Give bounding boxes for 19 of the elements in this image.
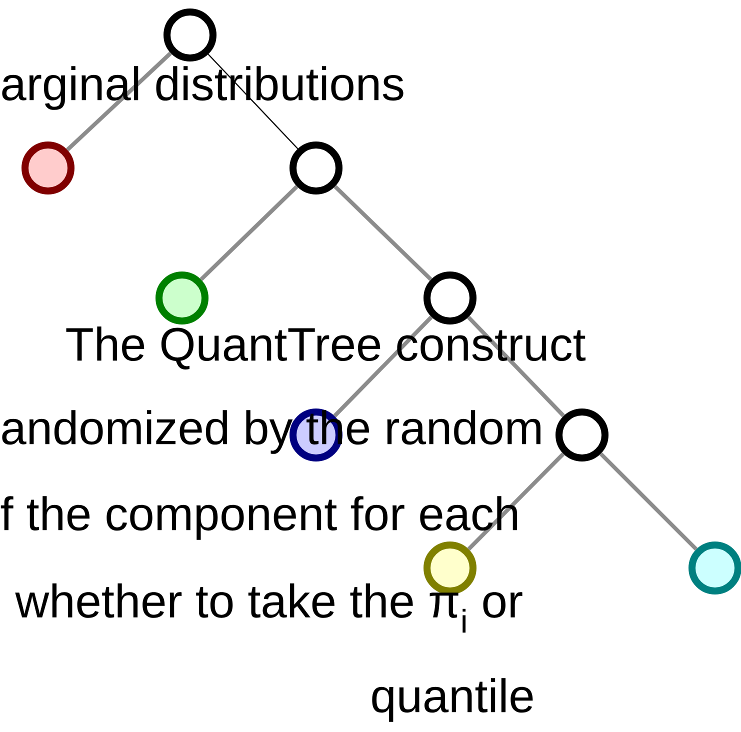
slide-text: f the component for each [0, 496, 518, 540]
tree-node [22, 142, 74, 194]
slide-text: quantile [372, 678, 533, 722]
tree-node [556, 408, 608, 462]
tree-node [424, 542, 476, 594]
slide-text: whether to take the π$_{i}$ or [15, 583, 522, 633]
tree-edge [66, 52, 172, 152]
tree-node [424, 272, 476, 324]
tree-node [164, 8, 216, 62]
tree-edge [466, 316, 566, 418]
tree-node [688, 542, 741, 594]
tree-edge [599, 452, 698, 551]
tree-edge [333, 316, 433, 418]
tree-node [290, 142, 342, 194]
tree-edge [200, 185, 298, 281]
tree-node [156, 272, 208, 324]
tree-edge [334, 185, 432, 281]
tree-edge [467, 452, 565, 551]
slide-text: The QuantTree construct [66, 326, 586, 370]
